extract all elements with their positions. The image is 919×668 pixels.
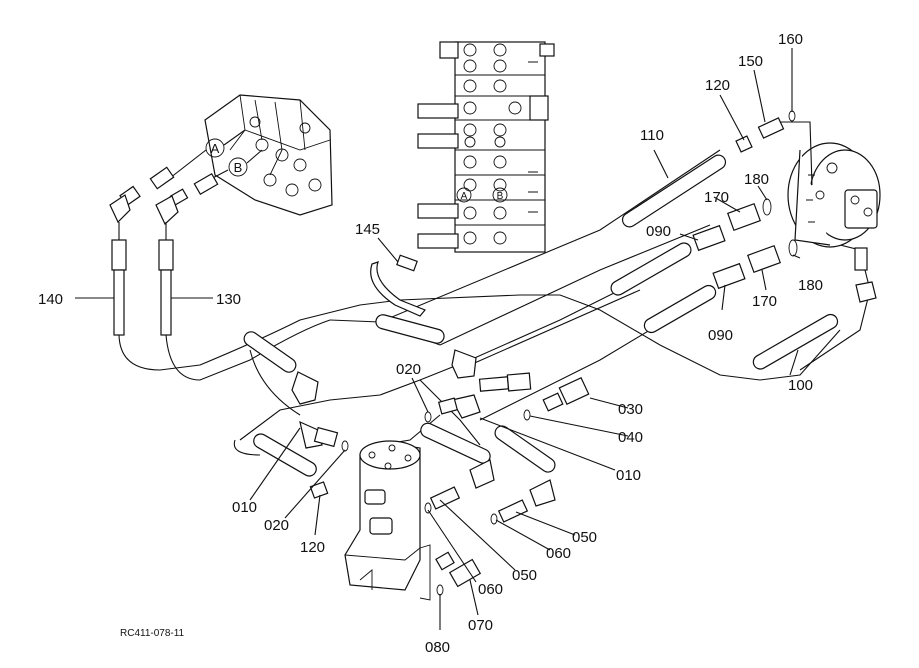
- travel-motor: [780, 121, 881, 248]
- hose-140: [111, 222, 761, 381]
- callout-140: 140: [38, 291, 63, 308]
- callout-150: 150: [738, 53, 763, 70]
- callout-090-top: 090: [646, 223, 671, 240]
- callout-040: 040: [618, 429, 643, 446]
- detail-port-b-label: B: [497, 191, 504, 202]
- callout-050-right: 050: [572, 529, 597, 546]
- straight-connectors: [309, 117, 877, 588]
- swivel-joint: [344, 440, 431, 601]
- port-a-label: A: [211, 141, 220, 156]
- hose-130: [158, 222, 331, 381]
- callout-160: 160: [778, 31, 803, 48]
- hose-sleeves: [243, 154, 839, 477]
- callout-090-bottom: 090: [708, 327, 733, 344]
- control-valve-block: [204, 94, 333, 216]
- callout-120-top: 120: [705, 77, 730, 94]
- callout-010-left: 010: [232, 499, 257, 516]
- callout-130: 130: [216, 291, 241, 308]
- callout-080: 080: [425, 639, 450, 656]
- callout-leaders: [75, 48, 801, 630]
- port-b-marker: B: [228, 149, 263, 177]
- hose-clamp: [370, 254, 426, 317]
- adapter-fittings-upper: [109, 149, 229, 225]
- callout-180-top: 180: [744, 171, 769, 188]
- callout-050-left: 050: [512, 567, 537, 584]
- callout-030: 030: [618, 401, 643, 418]
- control-valve-detail: A B: [417, 41, 555, 253]
- callout-060-right: 060: [546, 545, 571, 562]
- callout-060-left: 060: [478, 581, 503, 598]
- detail-port-a-label: A: [461, 191, 468, 202]
- callout-170-top: 170: [704, 189, 729, 206]
- callout-120-bottom: 120: [300, 539, 325, 556]
- callout-020-top: 020: [396, 361, 421, 378]
- callout-145: 145: [355, 221, 380, 238]
- callout-020-bottom: 020: [264, 517, 289, 534]
- port-b-label: B: [234, 160, 243, 175]
- reference-code: RC411-078-11: [120, 628, 185, 639]
- elbow-fittings: [291, 349, 556, 507]
- callout-170-bottom: 170: [752, 293, 777, 310]
- callout-180-bottom: 180: [798, 277, 823, 294]
- callout-100: 100: [788, 377, 813, 394]
- callout-010-right: 010: [616, 467, 641, 484]
- port-a-marker: A: [205, 129, 246, 158]
- callout-110: 110: [640, 127, 664, 144]
- callout-070: 070: [468, 617, 493, 634]
